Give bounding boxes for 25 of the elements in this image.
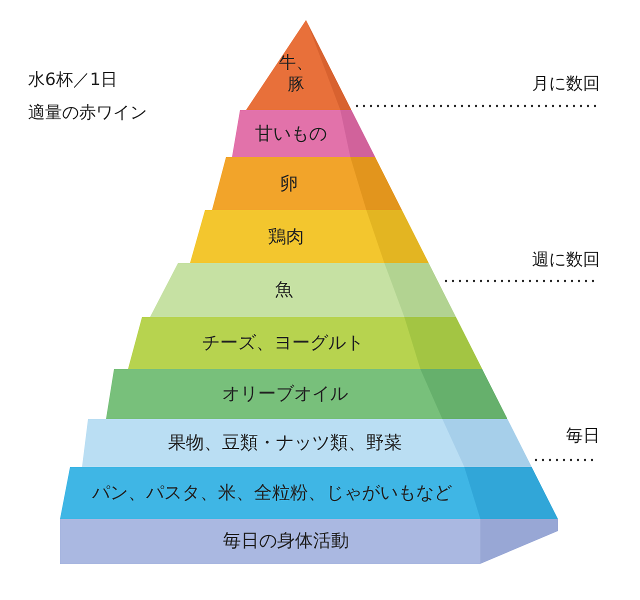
pyramid-tier — [150, 263, 456, 317]
pyramid-tier — [212, 157, 402, 210]
frequency-label: 週に数回 — [532, 250, 600, 270]
tier-label: 果物、豆類・ナッツ類、野菜 — [168, 431, 402, 455]
pyramid-tier — [128, 317, 482, 369]
pyramid-tier — [246, 20, 352, 110]
tier-label: パン、パスタ、米、全粒粉、じゃがいもなど — [92, 481, 452, 505]
pyramid-tier — [60, 519, 558, 564]
tier-label: チーズ、ヨーグルト — [202, 331, 364, 355]
frequency-label: 月に数回 — [532, 74, 600, 94]
pyramid-tier — [60, 467, 558, 519]
pyramid-tier — [82, 419, 532, 467]
tier-label: 毎日の身体活動 — [223, 529, 349, 553]
frequency-label: 毎日 — [566, 426, 600, 446]
tier-label: 魚 — [275, 278, 293, 302]
note-text: 適量の赤ワイン — [28, 103, 147, 124]
tier-label: オリーブオイル — [222, 382, 348, 406]
tier-label: 甘いもの — [255, 122, 327, 146]
pyramid-tier — [106, 369, 508, 419]
pyramid-tier — [190, 210, 429, 263]
note-text: 水6杯／1日 — [28, 70, 118, 90]
tier-label: 牛、豚 — [279, 52, 313, 96]
pyramid-tier — [232, 110, 376, 157]
tier-label: 鶏肉 — [268, 225, 304, 249]
tier-label: 卵 — [280, 172, 298, 196]
